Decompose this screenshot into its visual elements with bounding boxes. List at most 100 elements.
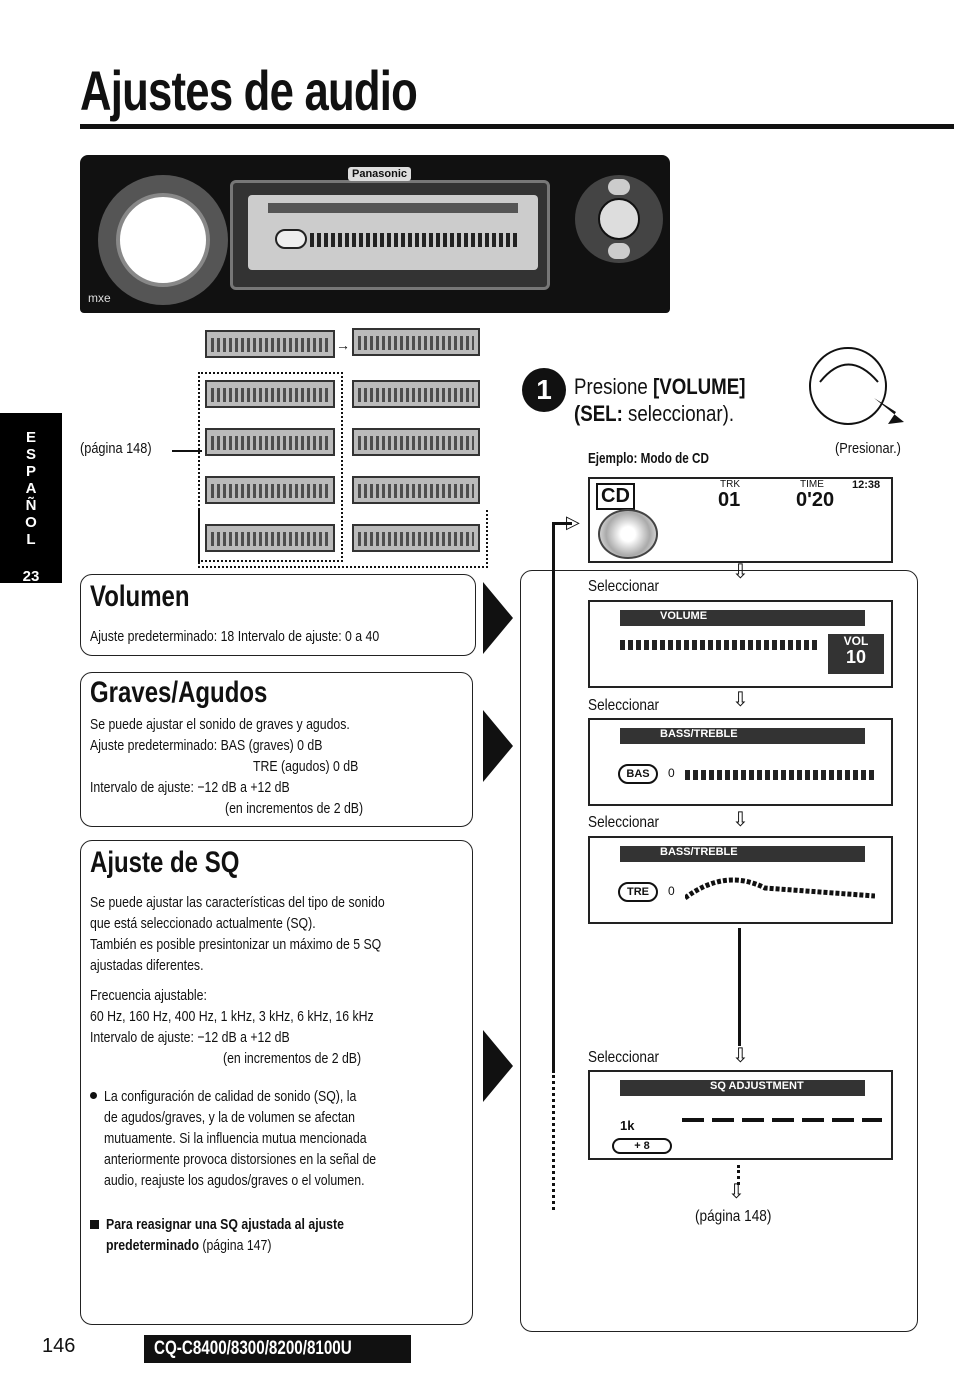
note-square-icon	[90, 1220, 99, 1229]
flow-screen-4	[205, 524, 335, 552]
graves-title: Graves/Agudos	[90, 676, 268, 709]
vol-value: 10	[845, 647, 867, 667]
sq-para2-line: (en incrementos de 2 dB)	[223, 1050, 362, 1067]
flow-screen-1	[205, 380, 335, 408]
time-label: TIME	[800, 479, 824, 490]
sq-dotted-line	[737, 1165, 740, 1185]
down-arrow-icon: ⇩	[732, 689, 749, 711]
sq-note-ref: (página 147)	[198, 1237, 272, 1254]
sq-para2-line: Intervalo de ajuste: −12 dB a +12 dB	[90, 1029, 290, 1046]
elapsed-time: 0'20	[796, 489, 835, 511]
sq-bullet-line: anteriormente provoca distorsiones en la…	[104, 1151, 377, 1168]
treble-screen-title: BASS/TREBLE	[620, 846, 865, 862]
brand-logo: Panasonic	[348, 167, 412, 181]
tab-letter: O	[25, 514, 37, 531]
volume-value-box: VOL 10	[828, 634, 884, 674]
model-text: CQ-C8400/8300/8200/8100U	[154, 1338, 352, 1359]
step1-line2: (SEL: seleccionar).	[574, 401, 734, 427]
vol-badge: VOL	[843, 634, 869, 648]
radio-faceplate-illustration: Panasonic mxe	[80, 155, 670, 313]
return-dotted-line	[552, 1070, 555, 1210]
treble-screen: BASS/TREBLE TRE 0	[588, 836, 893, 924]
sel-key-label: (SEL:	[574, 401, 623, 426]
graves-arrow-icon	[483, 710, 513, 782]
page-number: 146	[42, 1335, 76, 1357]
bas-badge: BAS	[618, 764, 658, 784]
flow-screen-2	[205, 428, 335, 456]
flow-bottom-dotted	[198, 510, 488, 568]
sq-para1-line: que está seleccionado actualmente (SQ).	[90, 915, 316, 932]
bullet-icon	[90, 1092, 97, 1099]
lcd-mode-bar	[268, 203, 518, 213]
sq-eq-bars	[682, 1118, 882, 1122]
model-badge: CQ-C8400/8300/8200/8100U	[144, 1335, 412, 1363]
flow-screen-bass	[352, 380, 480, 408]
sq-screen-title: SQ ADJUSTMENT	[620, 1080, 865, 1096]
sq-section	[80, 840, 473, 1325]
select-label-bass: Seleccionar	[588, 697, 660, 714]
sq-title: Ajuste de SQ	[90, 846, 240, 879]
volumen-arrow-icon	[483, 582, 513, 654]
volume-key-label: [VOLUME]	[653, 374, 746, 399]
flow-screen-treble	[352, 428, 480, 456]
down-arrow-icon: ⇩	[732, 561, 749, 583]
tre-badge: TRE	[618, 882, 658, 902]
sq-bullet-line: La configuración de calidad de sonido (S…	[104, 1088, 357, 1105]
section-number: 23	[22, 568, 40, 585]
graves-line: Intervalo de ajuste: −12 dB a +12 dB	[90, 779, 290, 796]
knob-press-illustration	[800, 342, 912, 434]
select-label-volume: Seleccionar	[588, 578, 660, 595]
sq-para1-line: También es posible presintonizar un máxi…	[90, 936, 382, 953]
step1-text: Presione	[574, 374, 654, 399]
sq-note-line1: Para reasignar una SQ ajustada al ajuste	[106, 1216, 344, 1233]
track-number: 01	[718, 489, 741, 511]
bass-level-bar	[685, 770, 875, 780]
treble-curve-graph	[685, 877, 875, 901]
bass-screen: BASS/TREBLE BAS 0	[588, 718, 893, 806]
flow-loop-dotted	[198, 372, 343, 562]
return-line-top	[552, 522, 572, 525]
flow-screen-volume	[352, 328, 480, 356]
bass-screen-title: BASS/TREBLE	[620, 728, 865, 744]
down-arrow-icon: ⇩	[732, 1045, 749, 1067]
lcd-eq-graph	[310, 233, 520, 247]
volumen-title: Volumen	[90, 580, 190, 613]
graves-section	[80, 672, 473, 827]
tab-letter: S	[25, 446, 36, 463]
dpad-up-icon	[608, 179, 630, 195]
language-letters: E S P A Ñ O L	[0, 413, 62, 548]
dpad-center-button	[598, 198, 640, 240]
page-title: Ajustes de audio	[80, 59, 418, 122]
flow-screen-3	[205, 476, 335, 504]
return-line	[552, 522, 555, 1070]
cd-mode-label: CD	[596, 483, 635, 510]
flow-screen-sq	[352, 476, 480, 504]
sq-screen: SQ ADJUSTMENT 1k + 8	[588, 1070, 893, 1160]
tab-letter: A	[25, 480, 37, 497]
sq-bullet-line: mutuamente. Si la influencia mutua menci…	[104, 1130, 367, 1147]
down-arrow-icon: ⇩	[732, 809, 749, 831]
step-number-badge: 1	[522, 368, 566, 412]
volumen-section	[80, 574, 476, 656]
step1-text: seleccionar).	[622, 401, 735, 426]
step1-line1: Presione [VOLUME]	[574, 374, 745, 400]
graves-line: (en incrementos de 2 dB)	[225, 800, 364, 817]
sq-frequency: 1k	[620, 1118, 635, 1133]
example-title: Ejemplo: Modo de CD	[588, 450, 709, 467]
volume-screen-title: VOLUME	[620, 610, 865, 626]
tab-letter: Ñ	[25, 497, 37, 514]
cd-mode-screen: CD TRK 01 TIME 0'20 12:38	[588, 477, 893, 563]
tab-letter: P	[25, 463, 36, 480]
treble-value: 0	[668, 884, 675, 898]
tab-letter: E	[25, 429, 36, 446]
sq-para1-line: Se puede ajustar las características del…	[90, 894, 385, 911]
flow-ref-leader	[172, 450, 202, 452]
sq-para2-line: 60 Hz, 160 Hz, 400 Hz, 1 kHz, 3 kHz, 6 k…	[90, 1008, 374, 1025]
sq-para1-line: ajustadas diferentes.	[90, 957, 204, 974]
sq-bullet-line: audio, reajuste los agudos/graves o el v…	[104, 1172, 365, 1189]
volume-level-bar	[620, 640, 820, 650]
title-rule	[80, 124, 954, 129]
flow-screen-sq-adjust	[352, 524, 480, 552]
volumen-text: Ajuste predeterminado: 18 Intervalo de a…	[90, 628, 380, 645]
volume-screen: VOLUME VOL 10	[588, 600, 893, 688]
